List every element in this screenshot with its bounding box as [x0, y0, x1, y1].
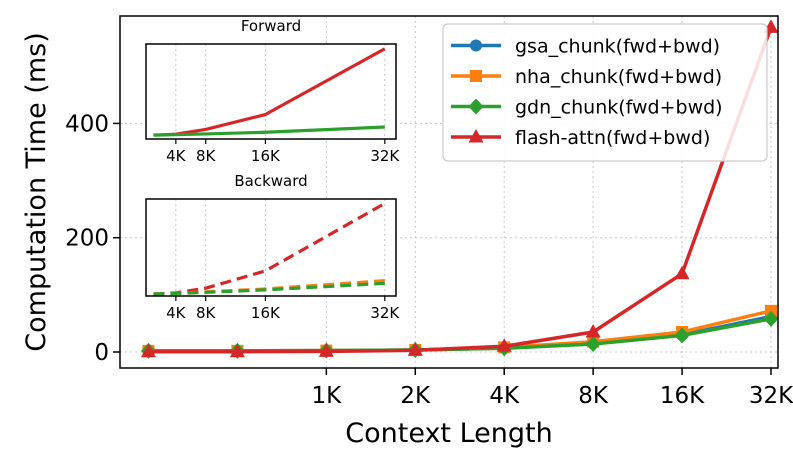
inset-tick-label: 8K: [196, 147, 217, 165]
series-line: [148, 26, 773, 354]
inset-forward-grid: [175, 44, 386, 139]
x-tick-label: 16K: [660, 383, 705, 409]
x-tick-label: 4K: [489, 383, 520, 409]
x-tick-label: 1K: [311, 383, 342, 409]
data-point: [229, 343, 245, 358]
inset-backward-title: Backward: [234, 172, 307, 190]
inset-forward-title: Forward: [241, 17, 301, 35]
legend-item-gdn-chunk-fwd-bwd: gdn_chunk(fwd+bwd): [451, 97, 723, 119]
main-series: [141, 19, 779, 359]
inset-tick-label: 16K: [251, 304, 281, 322]
y-axis-label: Computation Time (ms): [21, 32, 52, 351]
inset-series-line: [153, 125, 385, 137]
y-tick-label: 0: [94, 340, 109, 366]
inset-backward-series: [153, 201, 386, 296]
data-point: [674, 265, 690, 280]
inset-tick-label: 4K: [166, 147, 187, 165]
legend-label: gdn_chunk(fwd+bwd): [515, 97, 723, 119]
inset-tick-label: 32K: [370, 147, 400, 165]
data-point: [763, 310, 779, 327]
inset-forward-frame: [145, 43, 397, 140]
inset-backward-frame: [145, 198, 397, 297]
data-point: [496, 338, 512, 352]
data-point: [585, 336, 601, 352]
data-point: [674, 327, 690, 344]
legend-label: nha_chunk(fwd+bwd): [515, 66, 722, 88]
legend-marker: [470, 70, 482, 82]
inset-forward-ticks: 4K 8K 16K 32K: [166, 139, 400, 165]
inset-backward-background: [146, 199, 396, 296]
inset-tick-label: 32K: [370, 304, 400, 322]
y-tick-label: 400: [65, 111, 109, 137]
inset-forward-series: [153, 47, 386, 137]
inset-backward: 4K 8K 16K 32K Backward: [145, 172, 400, 322]
data-point: [141, 343, 156, 358]
main-axes: 1K 2K 4K 8K 16K 32K 0 200 400: [65, 15, 793, 409]
legend-label: gsa_chunk(fwd+bwd): [515, 36, 720, 58]
plot-frame: [119, 15, 779, 369]
legend-item-flash-attn-fwd-bwd: flash-attn(fwd+bwd): [451, 127, 710, 149]
inset-tick-label: 4K: [166, 304, 187, 322]
inset-tick-label: 8K: [196, 304, 217, 322]
x-axis-label: Context Length: [345, 418, 552, 449]
legend-marker: [468, 129, 484, 143]
legend-marker: [470, 39, 482, 52]
inset-backward-grid: [175, 199, 386, 296]
legend: gsa_chunk(fwd+bwd) nha_chunk(fwd+bwd) gdn_…: [442, 23, 768, 162]
data-point: [318, 343, 334, 357]
legend-item-nha-chunk-fwd-bwd: nha_chunk(fwd+bwd): [451, 66, 722, 88]
y-tick-label: 200: [65, 226, 109, 252]
legend-items: gsa_chunk(fwd+bwd) nha_chunk(fwd+bwd) gdn_…: [451, 36, 723, 149]
main-grid: [120, 16, 778, 368]
x-tick-label: 2K: [400, 383, 431, 409]
data-point: [407, 342, 423, 356]
inset-series-line: [153, 281, 385, 296]
data-point: [585, 324, 601, 338]
x-tick-label: 32K: [749, 383, 793, 409]
legend-label: flash-attn(fwd+bwd): [515, 127, 710, 149]
legend-item-gsa-chunk-fwd-bwd: gsa_chunk(fwd+bwd): [451, 36, 720, 58]
inset-tick-label: 16K: [251, 147, 281, 165]
legend-marker: [468, 98, 484, 115]
legend-box: [442, 23, 768, 162]
x-tick-label: 8K: [578, 383, 609, 409]
inset-forward-background: [146, 44, 396, 139]
inset-backward-ticks: 4K 8K 16K 32K: [166, 296, 400, 322]
inset-forward: 4K 8K 16K 32K Forward: [145, 17, 400, 165]
